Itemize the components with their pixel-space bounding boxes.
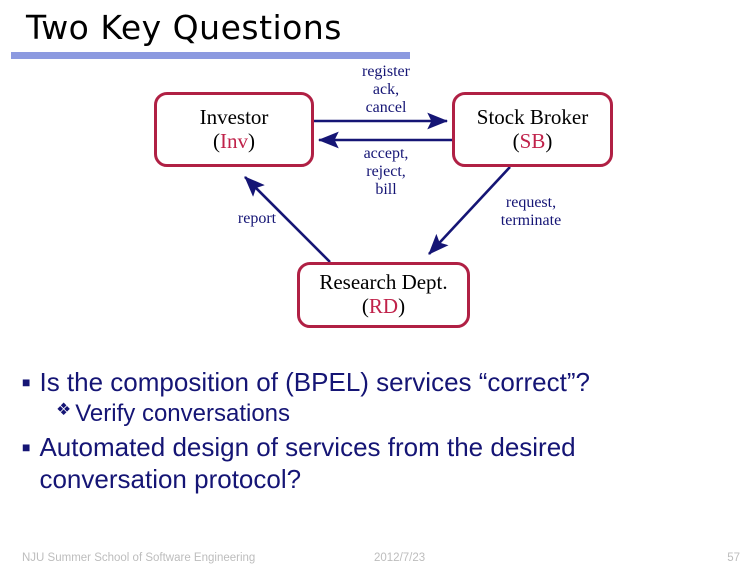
paren-close: ) — [248, 128, 255, 153]
edge-label-investor-to-stock-broker: register ack, cancel — [362, 63, 410, 117]
abbr-text: SB — [519, 128, 546, 153]
node-investor-name: Investor — [199, 104, 269, 129]
paren-open: ( — [361, 294, 369, 318]
node-stock-broker-abbr: (SB) — [512, 128, 553, 154]
paren-open: ( — [512, 128, 520, 153]
paren-close: ) — [545, 128, 553, 153]
page-title: Two Key Questions — [26, 8, 342, 47]
edge-label-stock-broker-to-research: request, terminate — [500, 194, 562, 230]
footer-organization: NJU Summer School of Software Engineerin… — [22, 552, 256, 564]
footer-page-number: 57 — [727, 552, 740, 564]
square-bullet-icon: ■ — [22, 374, 31, 390]
conversation-diagram: Investor (Inv) Stock Broker (SB) Researc… — [0, 60, 756, 350]
node-research-dept-name: Research Dept. — [319, 270, 448, 295]
node-investor-abbr: (Inv) — [213, 128, 255, 154]
floret-bullet-icon: ❖ — [56, 400, 72, 420]
node-investor[interactable]: Investor (Inv) — [154, 92, 314, 167]
slide-footer: NJU Summer School of Software Engineerin… — [0, 550, 756, 570]
abbr-text: RD — [368, 294, 399, 318]
square-bullet-icon: ■ — [22, 438, 31, 455]
bullet-item: ■ Is the composition of (BPEL) services … — [22, 366, 722, 398]
title-divider — [11, 52, 410, 59]
node-research-dept[interactable]: Research Dept. (RD) — [297, 262, 470, 328]
edge-label-research-to-investor: report — [237, 210, 277, 227]
paren-close: ) — [398, 294, 406, 318]
bullet-list: ■ Is the composition of (BPEL) services … — [22, 366, 722, 496]
abbr-text: Inv — [220, 128, 248, 153]
node-stock-broker[interactable]: Stock Broker (SB) — [452, 92, 613, 167]
paren-open: ( — [213, 128, 220, 153]
bullet-item: ■ Automated design of services from the … — [22, 431, 722, 495]
bullet-text: Is the composition of (BPEL) services “c… — [39, 367, 590, 397]
edge-label-stock-broker-to-investor: accept, reject, bill — [363, 145, 409, 199]
bullet-item: ❖ Verify conversations — [56, 399, 722, 429]
bullet-text: Automated design of services from the de… — [39, 431, 576, 495]
bullet-text: Verify conversations — [75, 400, 291, 428]
node-stock-broker-name: Stock Broker — [476, 104, 589, 129]
node-research-dept-abbr: (RD) — [361, 294, 406, 319]
footer-date: 2012/7/23 — [374, 552, 426, 564]
